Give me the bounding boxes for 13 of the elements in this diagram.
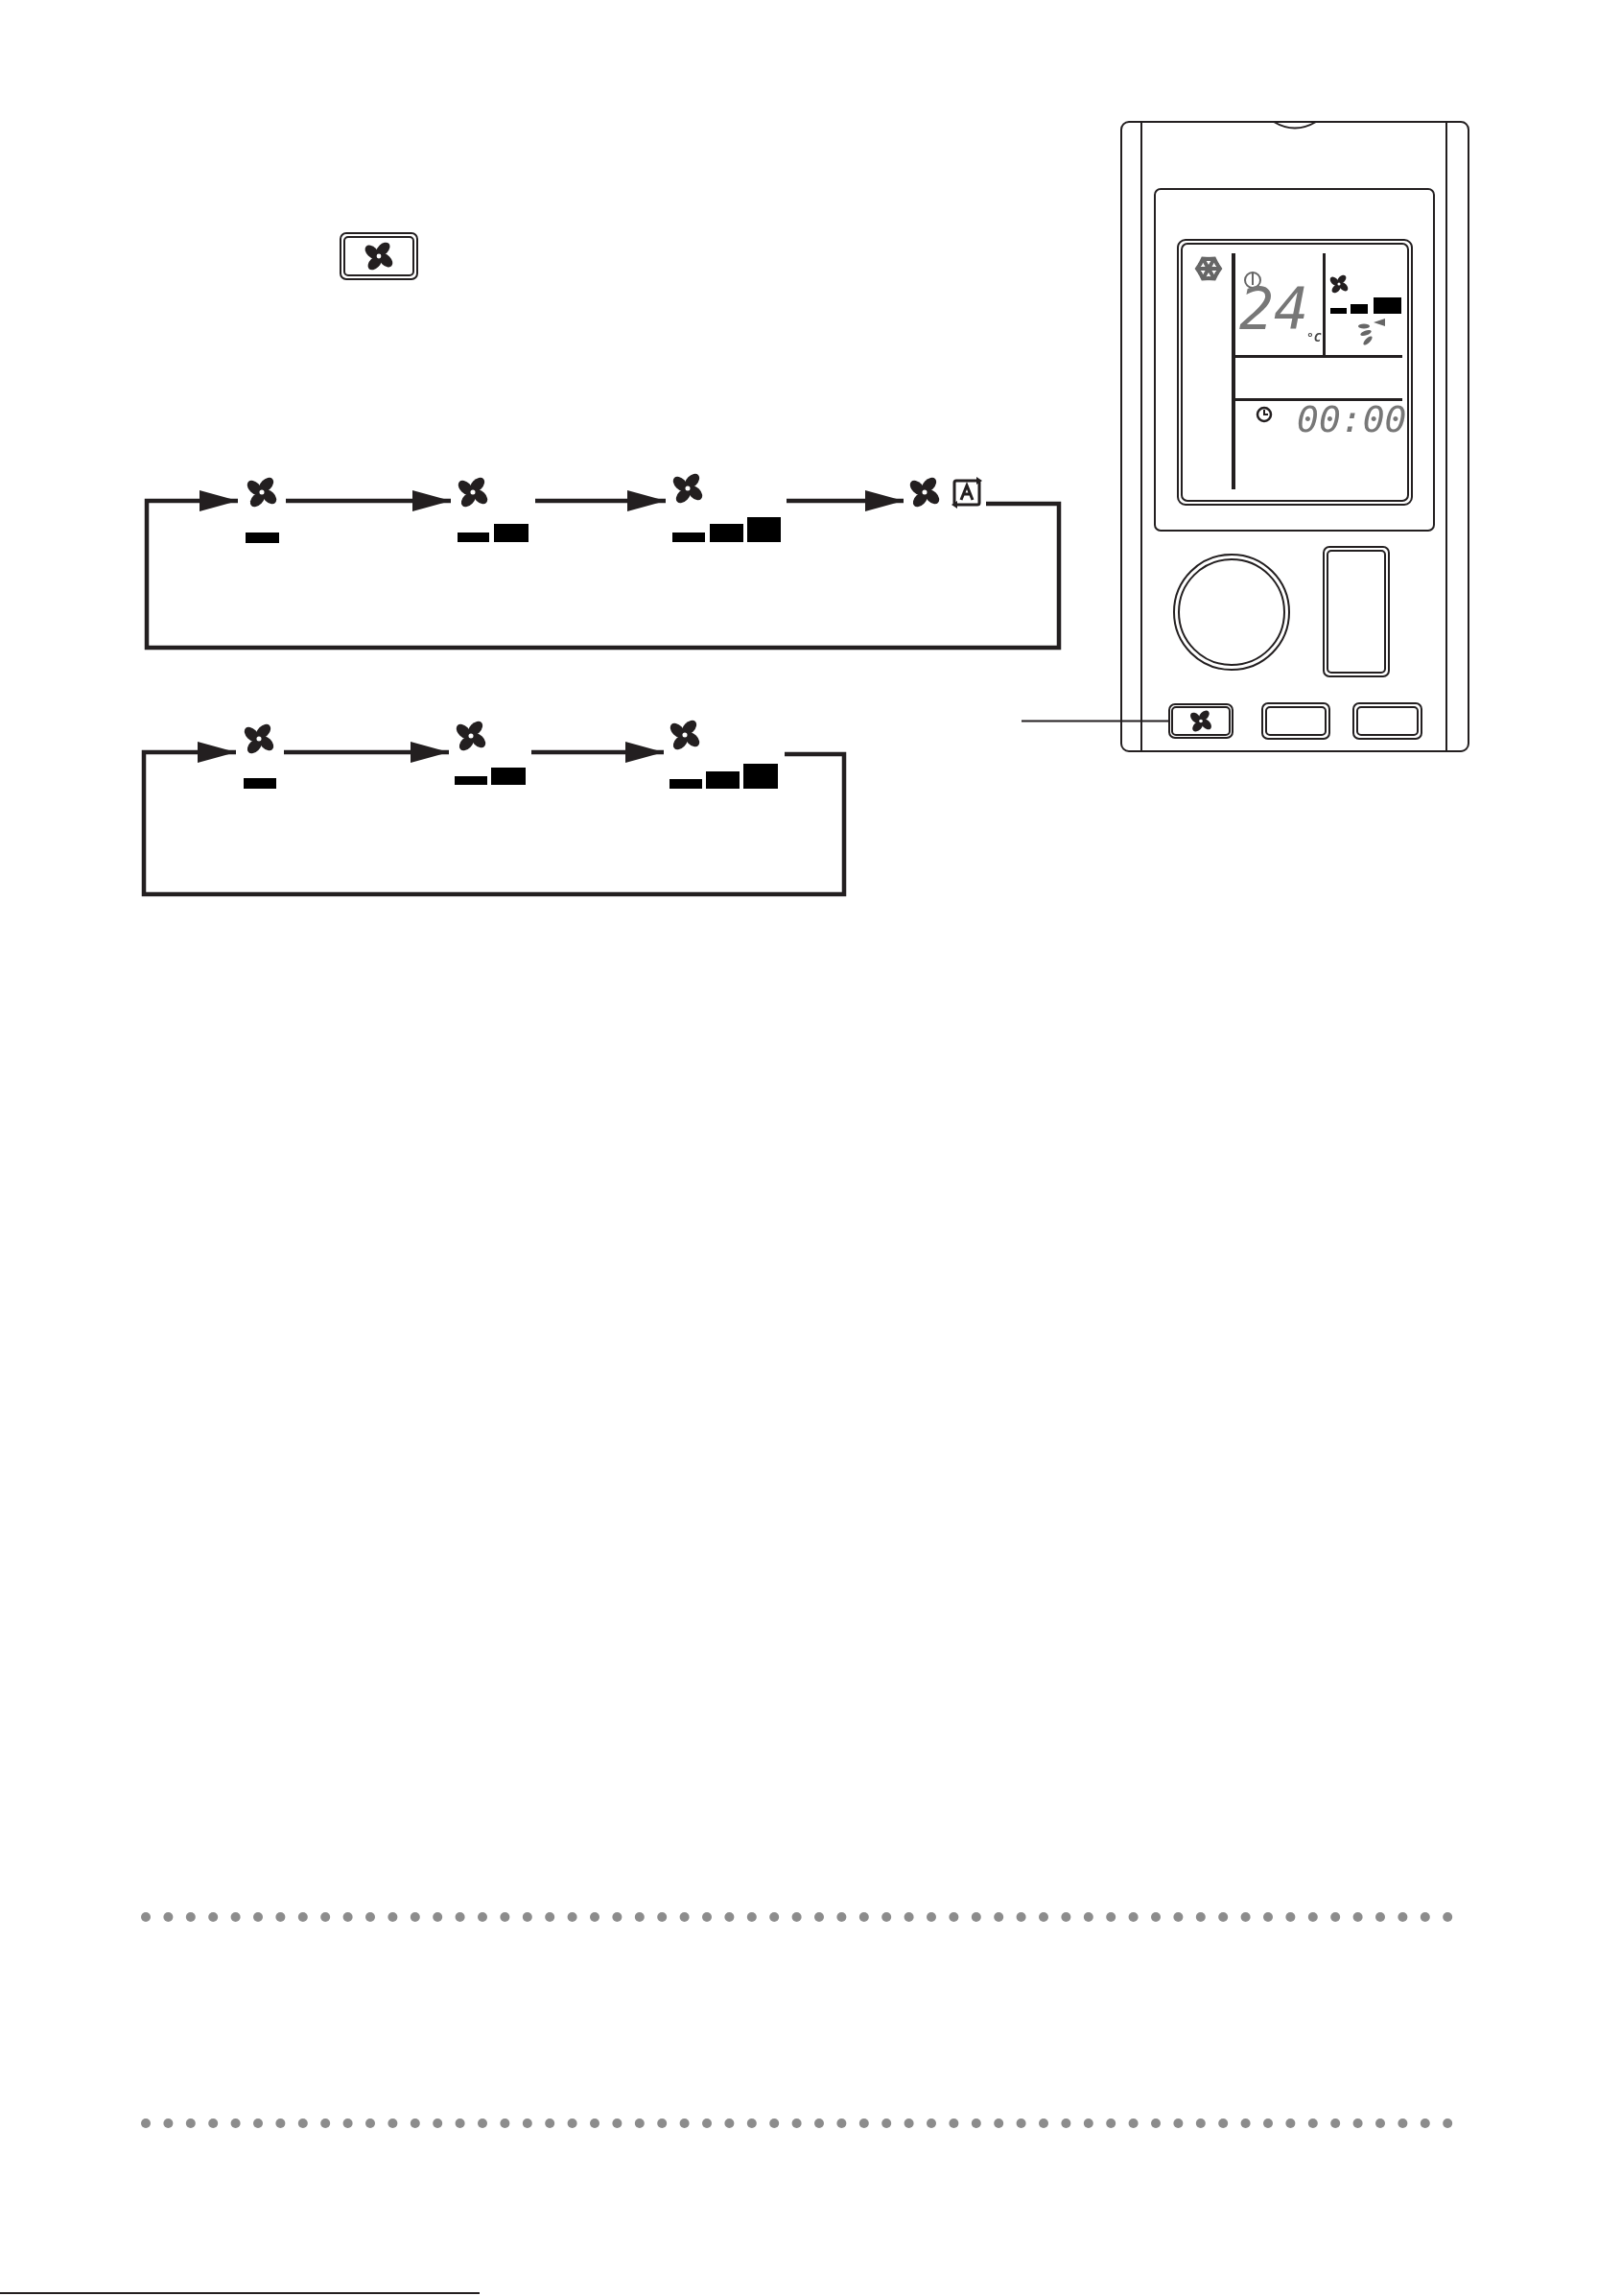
arrow	[284, 742, 449, 763]
temperature-unit: °C	[1306, 331, 1322, 343]
remote-control-drawing	[1120, 121, 1469, 754]
arrow	[531, 742, 664, 763]
fan-button	[1168, 703, 1233, 739]
arrow	[787, 490, 904, 511]
arrow	[286, 490, 451, 511]
arrow	[535, 490, 666, 511]
leader-line	[1021, 720, 1169, 722]
arrow	[141, 742, 847, 897]
arrow	[144, 490, 1062, 651]
temperature-reading: 24	[1239, 280, 1309, 338]
timer-reading: 00:00	[1297, 401, 1407, 438]
